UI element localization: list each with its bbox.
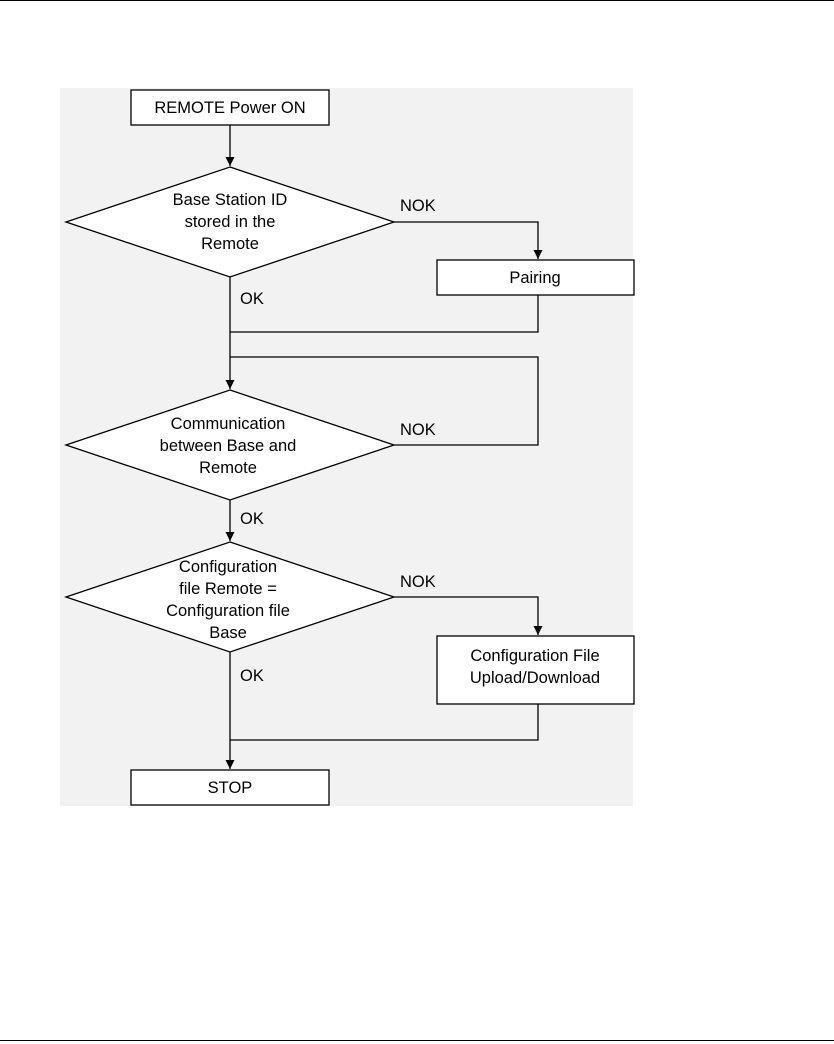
upload-line-1: Configuration File: [470, 647, 599, 665]
decision-config-line-4: Base: [209, 624, 247, 642]
edge-label-comm-ok: OK: [240, 510, 264, 528]
decision-config-line-2: file Remote =: [179, 580, 277, 598]
edge-label-config-nok: NOK: [400, 573, 436, 591]
stop-label: STOP: [208, 779, 253, 797]
edge-label-config-ok: OK: [240, 667, 264, 685]
edge-label-id-nok: NOK: [400, 197, 436, 215]
decision-comm-line-2: between Base and: [160, 437, 297, 455]
start-label: REMOTE Power ON: [154, 99, 305, 117]
edge-label-comm-nok: NOK: [400, 421, 436, 439]
decision-id-line-2: stored in the: [185, 213, 276, 231]
upload-line-2: Upload/Download: [470, 669, 600, 687]
decision-id-line-3: Remote: [201, 235, 259, 253]
pairing-label: Pairing: [509, 269, 560, 287]
edge-label-id-ok: OK: [240, 290, 264, 308]
decision-id-line-1: Base Station ID: [173, 191, 288, 209]
decision-comm-line-3: Remote: [199, 459, 257, 477]
decision-config-line-1: Configuration: [179, 558, 277, 576]
decision-comm-line-1: Communication: [171, 415, 286, 433]
decision-config-line-3: Configuration file: [166, 602, 290, 620]
bottom-rule: [0, 1040, 834, 1041]
